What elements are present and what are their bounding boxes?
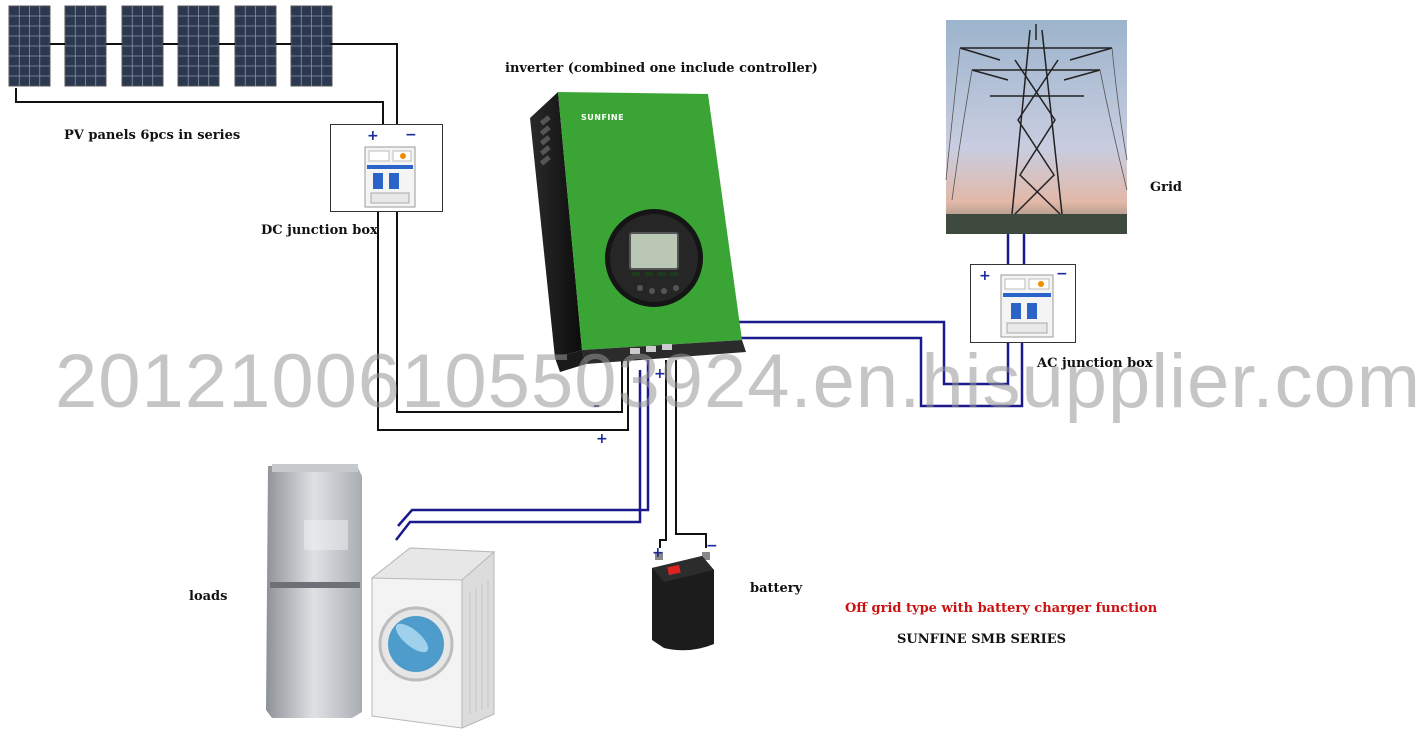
ac-breaker-icon xyxy=(1000,274,1054,338)
battery-image xyxy=(646,548,720,654)
ac-plus-sign: + xyxy=(979,268,991,284)
pv-panels-label: PV panels 6pcs in series xyxy=(64,128,241,143)
dc-junction-box xyxy=(330,124,443,212)
grid-label: Grid xyxy=(1150,180,1182,195)
function-note: Off grid type with battery charger funct… xyxy=(845,601,1158,616)
dc-wires xyxy=(15,43,707,555)
ac-junction-box xyxy=(970,264,1076,343)
ac-minus-sign: − xyxy=(1056,266,1068,282)
dc-minus-sign: − xyxy=(405,127,417,143)
pv-panel xyxy=(121,5,164,87)
inverter-plus-sign: + xyxy=(596,431,608,447)
dc-plus-sign: + xyxy=(367,128,379,144)
watermark-text: 20121006105503924.en.hisupplier.com xyxy=(55,339,1421,424)
system-diagram xyxy=(8,5,1128,729)
series-label: SUNFINE SMB SERIES xyxy=(897,632,1067,647)
dc-breaker-icon xyxy=(364,146,416,208)
inverter-minus-sign: – xyxy=(593,398,600,414)
inverter-label: inverter (combined one include controlle… xyxy=(505,61,818,76)
washer-image xyxy=(370,547,496,729)
pv-panel xyxy=(290,5,333,87)
inverter xyxy=(530,92,746,372)
pv-panel xyxy=(177,5,220,87)
battery-plus-sign: + xyxy=(652,545,664,561)
pv-panel xyxy=(8,5,51,87)
loads-label: loads xyxy=(189,589,228,604)
pv-panels xyxy=(8,5,333,87)
battery-minus-sign: − xyxy=(706,538,718,554)
inverter-brand-label: SUNFINE xyxy=(581,113,625,122)
ac-junction-box-label: AC junction box xyxy=(1037,356,1153,371)
fridge-image xyxy=(266,464,362,718)
pv-panel xyxy=(64,5,107,87)
battery-wire-plus-sign: + xyxy=(654,366,666,382)
battery-label: battery xyxy=(750,581,803,596)
pv-panel xyxy=(234,5,277,87)
dc-junction-box-label: DC junction box xyxy=(261,223,378,238)
grid-tower-image xyxy=(945,20,1128,234)
